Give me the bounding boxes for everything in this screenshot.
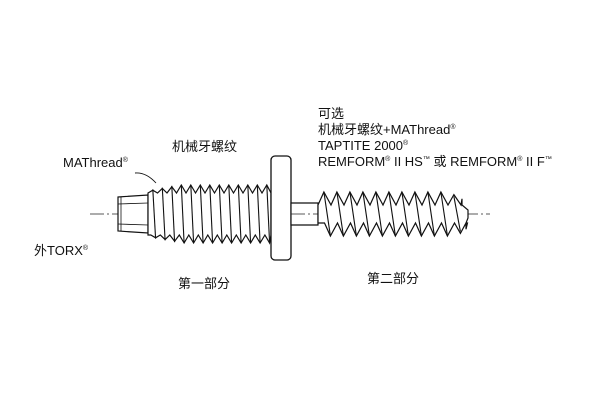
thread-flank-line	[414, 191, 422, 237]
machine-thread-label: 机械牙螺纹	[172, 139, 238, 154]
flange-collar	[270, 155, 292, 261]
thread-crest-line	[180, 184, 185, 244]
torx-drive-end	[117, 194, 149, 234]
thread-crest-line	[218, 184, 223, 244]
thread-flank-line	[323, 191, 331, 237]
thread-flank-line	[440, 192, 448, 236]
thread-flank-line	[349, 191, 357, 237]
thread-crest-line	[266, 184, 271, 244]
thread-crest-line	[161, 187, 166, 241]
thread-flank-line	[401, 191, 409, 237]
shank-neck	[290, 202, 319, 226]
thread-crest-line	[256, 184, 261, 244]
thread-flank-line	[375, 191, 383, 237]
options-title: 可选	[318, 106, 345, 121]
thread-crest-line	[171, 185, 176, 243]
external-torx-label: 外TORX®	[34, 243, 89, 258]
thread-flank-line	[388, 191, 396, 237]
mathread-leader-line	[134, 172, 157, 184]
thread-flank-line	[362, 191, 370, 237]
thread-crest-line	[228, 184, 233, 244]
machine-thread-section	[147, 183, 272, 245]
mathread-label: MAThread®	[63, 155, 128, 170]
part-two-label: 第二部分	[367, 271, 420, 286]
thread-flank-line	[427, 191, 435, 237]
option-taptite-2000: TAPTITE 2000®	[318, 138, 409, 153]
thread-crest-line	[152, 189, 157, 239]
thread-crest-line	[190, 184, 195, 244]
thread-flank-line	[336, 191, 344, 237]
thread-crest-line	[247, 184, 252, 244]
thread-forming-section	[317, 190, 469, 238]
thread-crest-line	[209, 184, 214, 244]
thread-crest-line	[237, 184, 242, 244]
part-one-label: 第一部分	[178, 276, 231, 291]
option-machine-thread-mathread: 机械牙螺纹+MAThread®	[318, 122, 456, 137]
optional-threads-block: 可选 机械牙螺纹+MAThread® TAPTITE 2000® REMFORM…	[318, 106, 552, 170]
option-remform: REMFORM® II HS™ 或 REMFORM® II F™	[318, 154, 552, 169]
thread-flank-line	[453, 196, 461, 232]
thread-crest-line	[199, 184, 204, 244]
